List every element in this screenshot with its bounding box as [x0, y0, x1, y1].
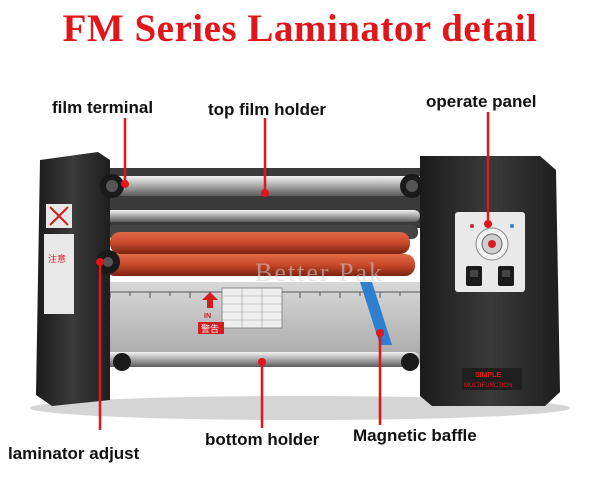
bottom-right-knob — [401, 353, 419, 371]
pointer-dots — [96, 180, 492, 366]
top-film-holder-bar — [92, 176, 432, 196]
page-title: FM Series Laminator detail — [62, 7, 538, 50]
top-guide-bar — [100, 210, 420, 222]
watermark: Better Pak — [255, 258, 385, 287]
brand-badge — [462, 368, 522, 390]
warning-plate-text: 警告 — [201, 323, 219, 335]
pointer-lines — [98, 112, 490, 430]
multifunction-text: MULTIFUNCTION — [464, 383, 513, 389]
label-operate-panel: operate panel — [426, 92, 537, 111]
lower-heat-roller — [105, 254, 415, 276]
caution-text: 注意 — [48, 253, 66, 265]
warning-plate — [198, 322, 224, 334]
bottom-left-knob — [113, 353, 131, 371]
brand-text: SIMPLE — [475, 372, 501, 379]
in-label: IN — [204, 313, 211, 320]
magnetic-baffle — [360, 282, 392, 345]
label-top-film-holder: top film holder — [208, 100, 327, 119]
label-laminator-adjust: laminator adjust — [8, 444, 140, 463]
bottom-holder-bar — [95, 352, 420, 367]
instruction-table — [221, 287, 283, 329]
left-caution-label — [44, 234, 74, 314]
label-bottom-holder: bottom holder — [205, 430, 320, 449]
label-magnetic-baffle: Magnetic baffle — [353, 426, 477, 445]
in-arrow-icon — [202, 292, 218, 308]
upper-heat-roller — [110, 232, 410, 254]
label-film-terminal: film terminal — [52, 98, 154, 117]
